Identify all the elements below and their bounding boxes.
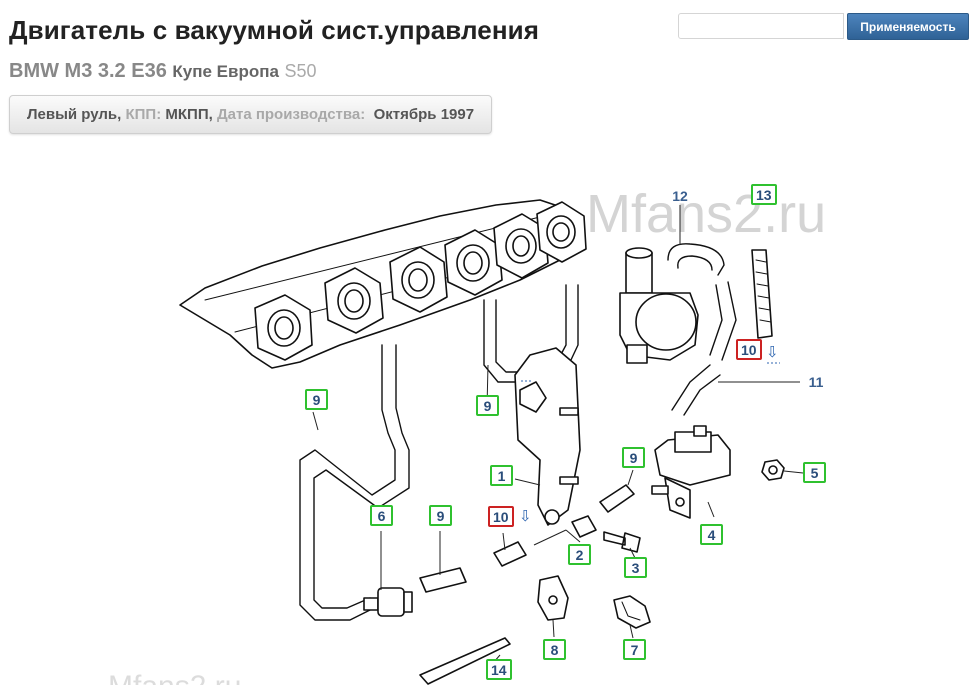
callout-7[interactable]: 7: [623, 639, 646, 660]
callout-9[interactable]: 9: [622, 447, 645, 468]
callout-14[interactable]: 14: [486, 659, 512, 680]
vehicle-subtitle: BMW M3 3.2 E36 Купе Европа S50: [9, 60, 317, 83]
page-title: Двигатель с вакуумной сист.управления: [9, 15, 540, 45]
idle-valve-part: [619, 247, 699, 364]
callout-4[interactable]: 4: [700, 524, 723, 545]
vehicle-body: Купе Европа: [172, 62, 279, 81]
callout-1[interactable]: 1: [490, 465, 513, 486]
spec-gearbox-value: МКПП,: [165, 106, 213, 123]
callout-10[interactable]: 10: [736, 339, 762, 360]
hose-piece-part: [599, 484, 635, 513]
callout-3[interactable]: 3: [624, 557, 647, 578]
callout-5[interactable]: 5: [803, 462, 826, 483]
callout-9[interactable]: 9: [305, 389, 328, 410]
manifold-ports: [254, 201, 587, 361]
callout-13[interactable]: 13: [751, 184, 777, 205]
callout-8[interactable]: 8: [543, 639, 566, 660]
spec-gearbox-label: КПП:: [125, 106, 162, 123]
spec-date-label: Дата производства:: [216, 106, 366, 123]
clip-part: [537, 575, 569, 621]
bolt-part: [603, 531, 641, 553]
part-number-search-input[interactable]: [678, 13, 844, 39]
nut-part: [761, 459, 785, 481]
callout-10[interactable]: 10: [488, 506, 514, 527]
vehicle-engine: S50: [284, 61, 317, 81]
parts-drawing: [179, 199, 785, 685]
watermark-text: Mfans2.ru: [586, 184, 826, 244]
vacuum-solenoid-part: [651, 425, 731, 519]
callout-11[interactable]: 11: [808, 374, 824, 390]
vehicle-model: BMW M3 3.2 E36: [9, 60, 167, 82]
spec-date-value: Октябрь 1997: [373, 106, 475, 123]
callout-9[interactable]: 9: [429, 505, 452, 526]
parts-diagram: Mfans2.ru Mfans2.ru: [108, 184, 826, 685]
bracket-part: [514, 347, 581, 526]
callout-6[interactable]: 6: [370, 505, 393, 526]
callout-2[interactable]: 2: [568, 544, 591, 565]
applicability-button[interactable]: Применяемость: [847, 13, 969, 40]
callout-9[interactable]: 9: [476, 395, 499, 416]
holder-part: [613, 595, 651, 629]
callout-12[interactable]: 12: [672, 188, 688, 204]
hose-connector-part: [419, 567, 467, 593]
watermark-text-bottom: Mfans2.ru: [108, 670, 241, 685]
cable-tie-part: [419, 637, 511, 685]
vehicle-spec-box: Левый руль, КПП: МКПП, Дата производства…: [9, 95, 493, 134]
tie-strip-part: [751, 249, 773, 339]
damper-part: [363, 587, 413, 617]
hose-short-part: [493, 541, 527, 567]
sleeve-part: [571, 515, 597, 538]
spec-steering: Левый руль,: [27, 106, 122, 123]
